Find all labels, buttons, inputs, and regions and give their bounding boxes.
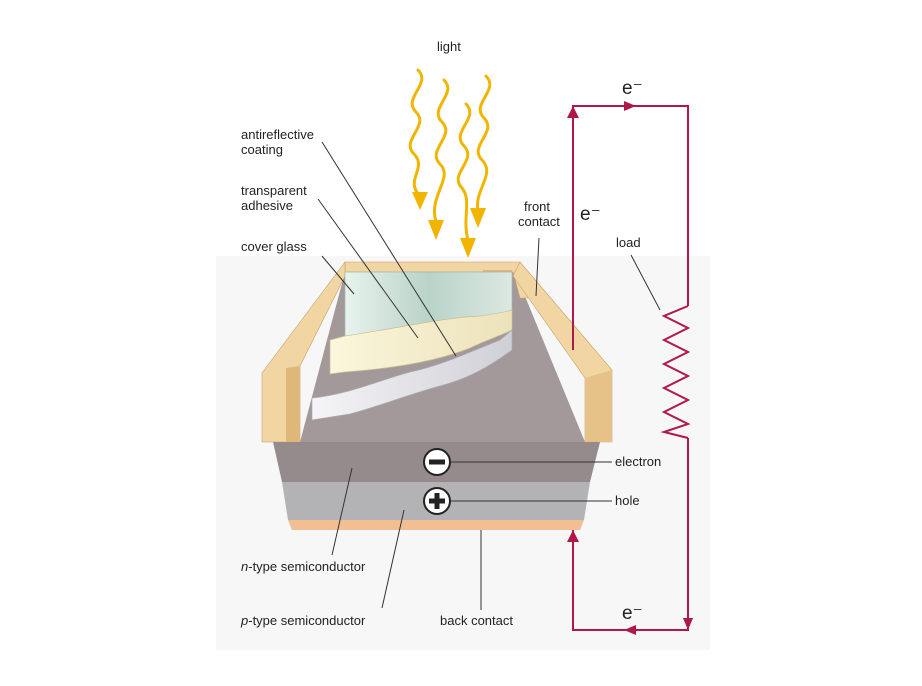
light-ray — [432, 78, 450, 224]
light-ray — [456, 102, 472, 242]
label-electron-flow-bottom: e⁻ — [622, 603, 643, 624]
leader-lines — [317, 141, 661, 610]
antireflective-coating-layer — [311, 329, 513, 421]
label-light: light — [437, 39, 461, 54]
label-electron: electron — [615, 454, 662, 469]
label-transparent-line2: adhesive — [241, 197, 294, 213]
leader-p-type — [381, 509, 405, 609]
label-antireflective-coating: antireflective coating — [241, 127, 314, 158]
label-p-type-semiconductor: p-type semiconductor — [241, 613, 366, 629]
label-p-type-suffix: -type semiconductor — [248, 613, 366, 628]
leader-antireflective — [321, 141, 457, 357]
label-antireflective-line1: antireflective — [241, 127, 314, 142]
load-resistor — [660, 305, 691, 439]
arrow-up-left-top — [567, 106, 579, 118]
light-ray — [408, 68, 424, 198]
label-front-contact-line2: contact — [518, 213, 560, 229]
label-front-contact: front contact — [518, 199, 560, 230]
light-arrowheads — [412, 192, 486, 258]
electron-symbol — [423, 448, 451, 476]
label-front-contact-line1: front — [524, 199, 551, 214]
light-arrowhead — [412, 192, 428, 210]
label-load: load — [616, 235, 641, 250]
light-arrowhead — [470, 208, 486, 228]
circuit-arrows — [567, 101, 693, 635]
label-electron-flow-top: e⁻ — [622, 78, 643, 99]
label-back-contact: back contact — [440, 613, 513, 628]
arrow-up-left-bottom — [567, 530, 579, 542]
label-transparent-line1: transparent — [241, 183, 307, 198]
light-arrowhead — [460, 238, 476, 258]
leader-cover-glass — [321, 255, 355, 295]
label-electron-flow-side: e⁻ — [580, 204, 601, 225]
label-antireflective-line2: coating — [241, 141, 283, 157]
label-p-type-prefix: p — [241, 613, 249, 628]
label-n-type-semiconductor: n-type semiconductor — [241, 559, 366, 575]
label-n-type-suffix: -type semiconductor — [248, 559, 366, 574]
frame-left-edge — [286, 366, 300, 442]
arrow-right-top — [624, 101, 636, 111]
leader-front-contact — [535, 237, 540, 297]
frame-right-edge — [585, 370, 612, 442]
leader-load — [630, 254, 661, 311]
arrow-left-bottom — [624, 625, 636, 635]
back-contact-layer — [288, 520, 584, 530]
arrow-down-right — [683, 618, 693, 630]
hole-symbol — [423, 487, 451, 515]
light-rays — [408, 68, 492, 242]
label-transparent-adhesive: transparent adhesive — [241, 183, 307, 214]
leader-adhesive — [317, 198, 419, 339]
leader-n-type — [331, 467, 353, 556]
label-n-type-prefix: n — [241, 559, 249, 574]
label-cover-glass: cover glass — [241, 239, 307, 254]
light-ray — [476, 74, 492, 212]
label-hole: hole — [615, 493, 640, 508]
light-arrowhead — [428, 220, 444, 240]
